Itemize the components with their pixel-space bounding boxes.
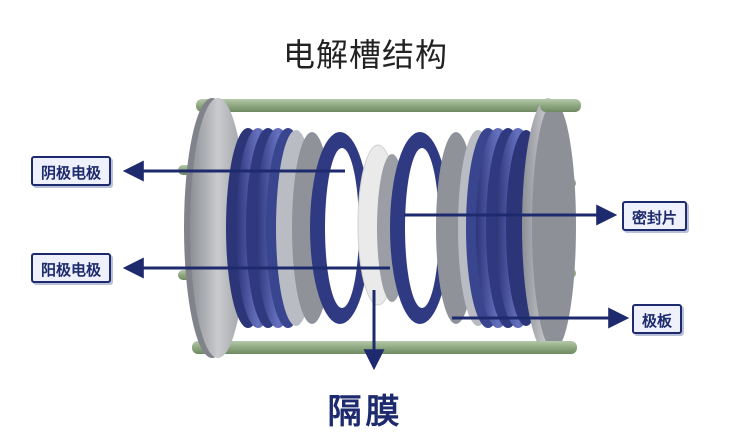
diagram-title: 电解槽结构 [282, 36, 448, 74]
right-seal-ring [390, 132, 450, 324]
label-plate: 极板 [632, 304, 683, 334]
leader-arrows [122, 160, 630, 371]
rod-front-bottom [536, 341, 576, 354]
label-anode-electrode: 阳极电极 [31, 253, 112, 283]
label-seal: 密封片 [622, 201, 688, 231]
rod-front-top [540, 99, 578, 112]
right-end-plate [522, 98, 576, 354]
label-membrane: 隔膜 [327, 392, 404, 432]
label-cathode-electrode: 阴极电极 [31, 156, 112, 186]
